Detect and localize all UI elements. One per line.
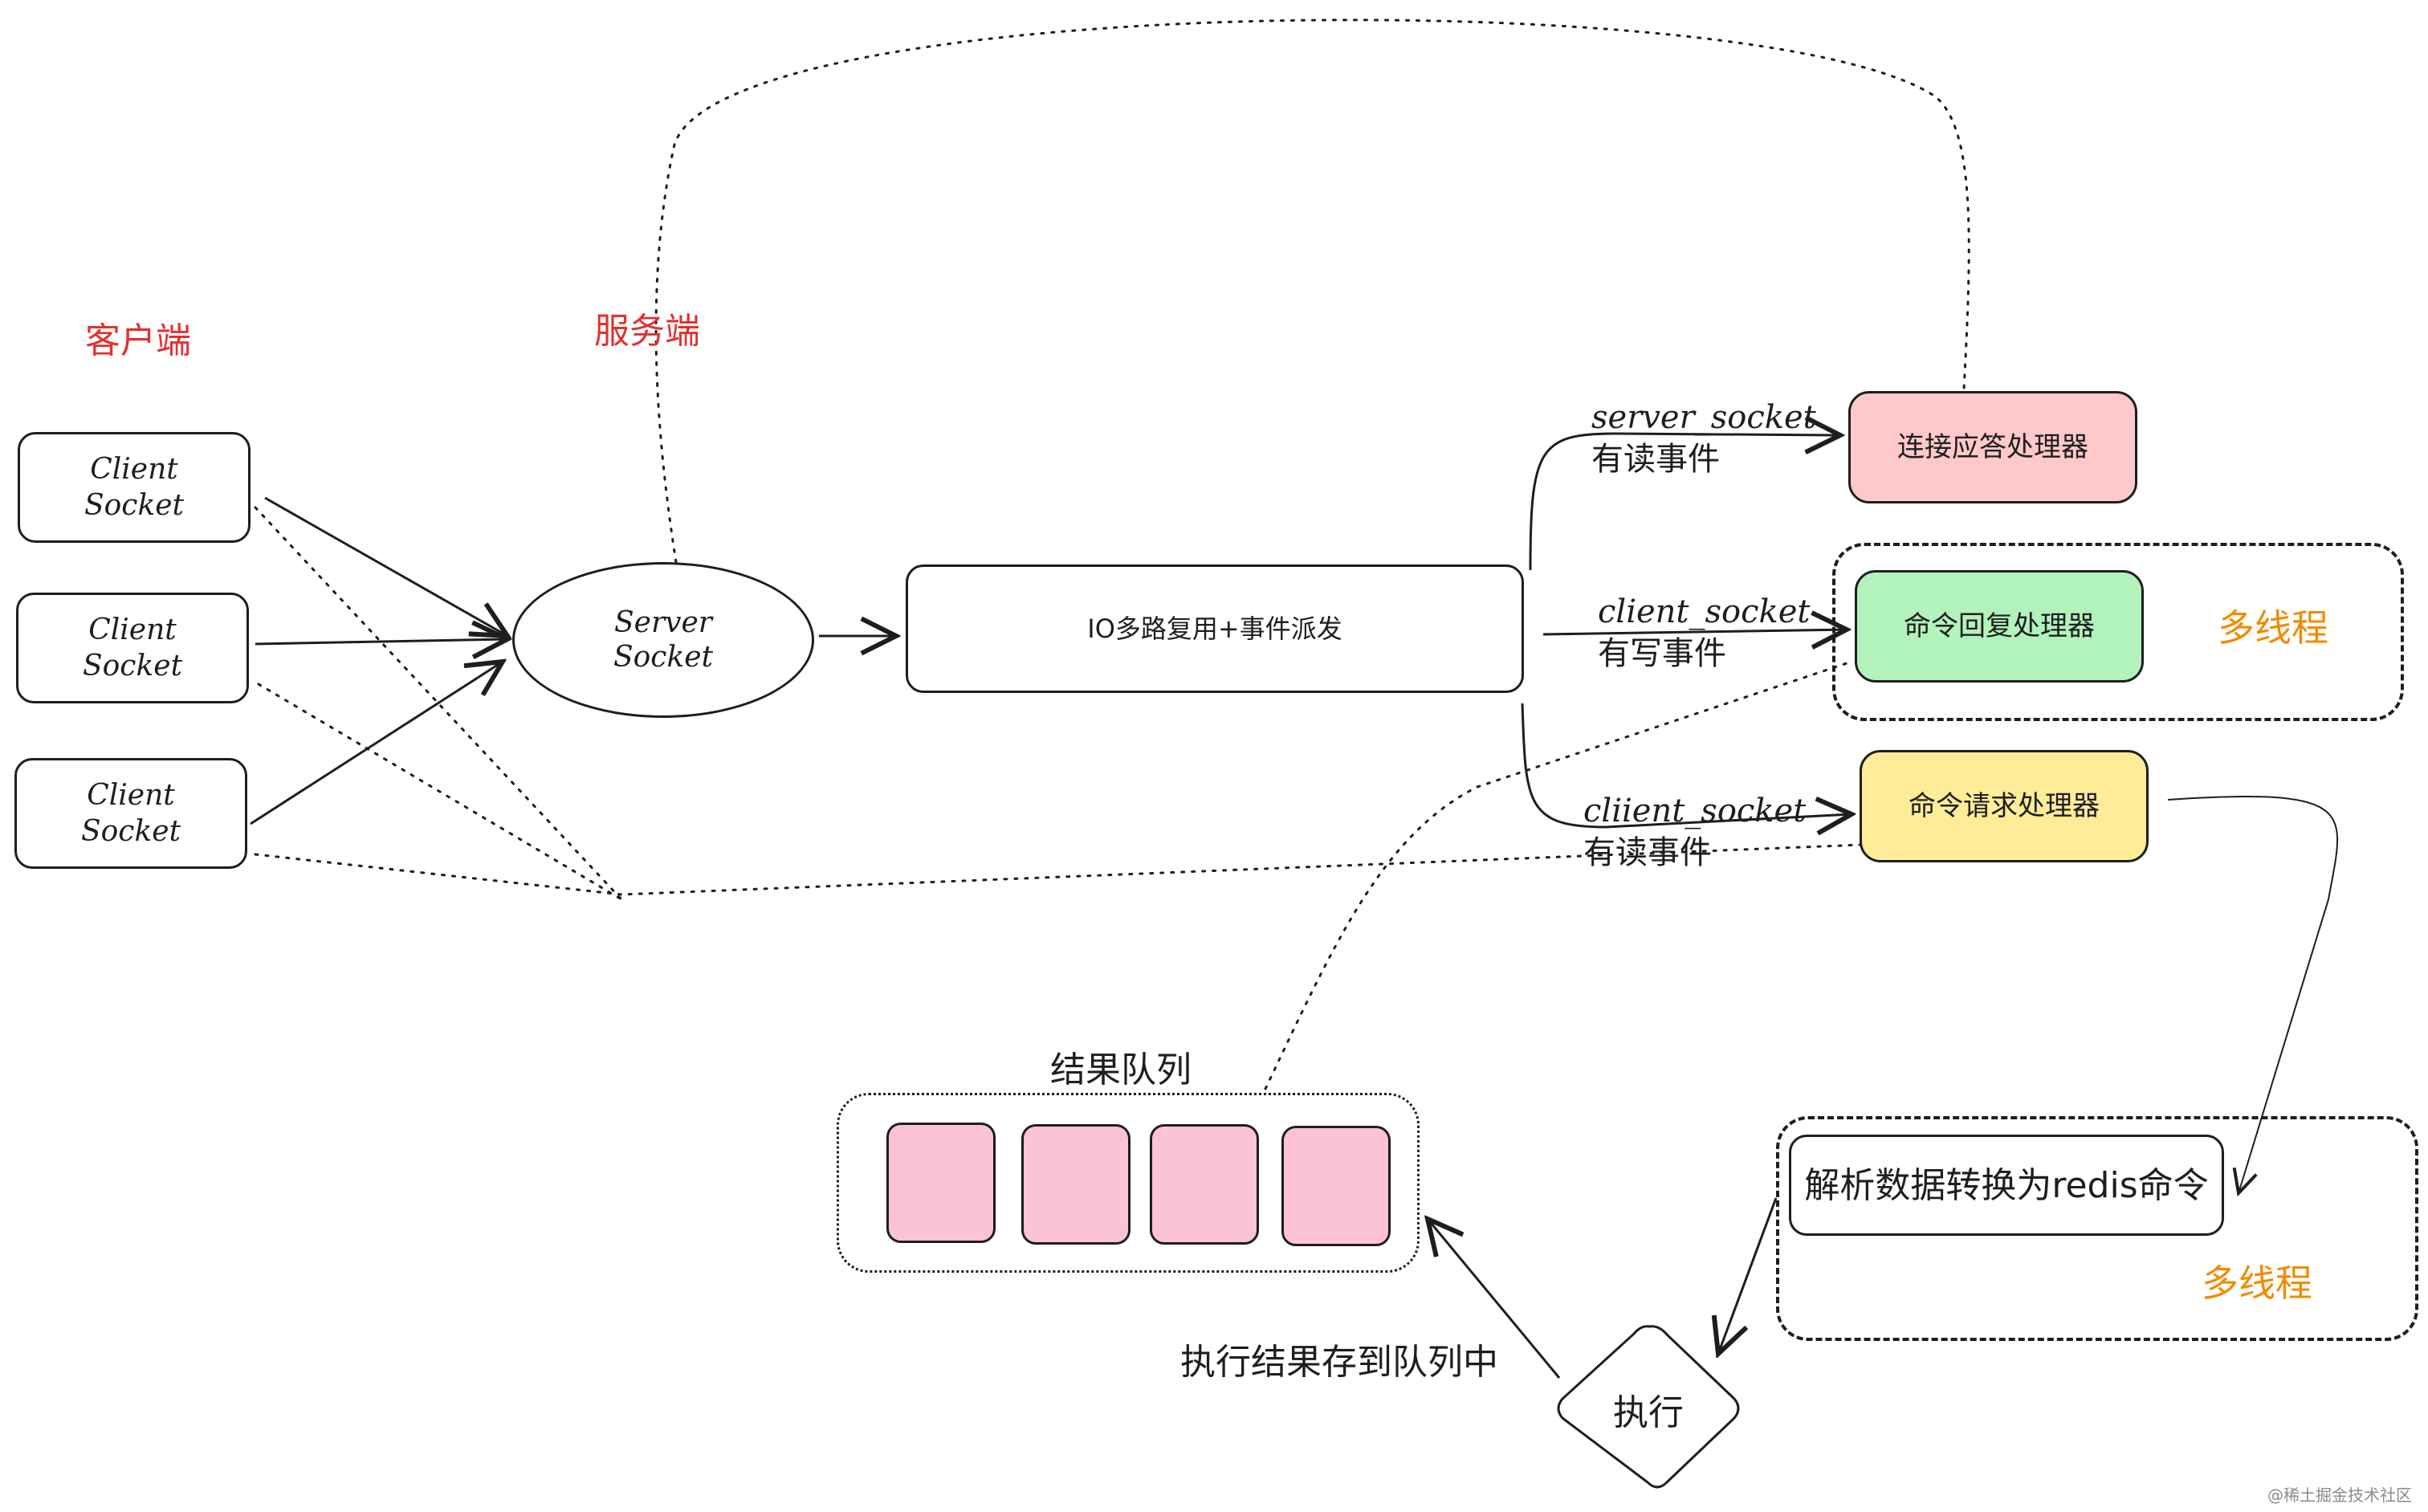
execute-node: 执行 [1613,1392,1684,1433]
edge-label-request: cliient_socket 有读事件 [1583,790,1806,874]
edge-socket-accept: server_socket [1591,399,1816,436]
dotted-client2 [257,683,623,901]
arrow-execute-queue [1428,1219,1561,1379]
arrow-client2-server [255,639,507,644]
queue-slot-1 [886,1123,996,1243]
multithread-group-parse [1776,1116,2418,1341]
arrow-mux-reply [1542,630,1847,634]
client-section-label: 客户端 [85,320,191,361]
arrow-client1-server [264,496,507,636]
parse-command-box: 解析数据转换为redis命令 [1789,1135,2224,1236]
client-socket-1: Client Socket [18,432,251,543]
io-multiplexer: IO多路复用+事件派发 [906,564,1524,693]
store-result-label: 执行结果存到队列中 [1180,1342,1498,1383]
arrow-parse-execute [1718,1197,1778,1354]
edge-event-request: 有读事件 [1583,834,1712,871]
arrow-client3-server [250,662,503,825]
result-queue [837,1093,1420,1273]
multithread-label-parse: 多线程 [2202,1261,2312,1305]
arrow-request-parse [2167,796,2338,1193]
edge-label-reply: client_socket 有写事件 [1598,591,1811,674]
request-handler: 命令请求处理器 [1860,750,2149,862]
reply-handler: 命令回复处理器 [1855,570,2144,683]
execute-diamond [1557,1325,1740,1489]
queue-slot-4 [1281,1126,1391,1246]
server-socket: Server Socket [512,562,814,718]
dotted-queue-to-reply [1264,662,1848,1090]
watermark: @稀土掘金技术社区 [2267,1486,2412,1505]
client-socket-2: Client Socket [16,593,249,703]
accept-handler: 连接应答处理器 [1848,391,2137,503]
queue-slot-2 [1021,1124,1130,1245]
edge-event-accept: 有读事件 [1591,441,1720,478]
dotted-server-to-accept [654,18,1970,564]
edge-socket-request: cliient_socket [1583,793,1807,829]
edge-label-accept: server_socket 有读事件 [1591,397,1816,480]
edge-socket-reply: client_socket [1598,593,1811,630]
queue-slot-3 [1150,1124,1259,1245]
result-queue-label: 结果队列 [1050,1049,1192,1090]
multithread-label-reply: 多线程 [2218,606,2328,650]
arrow-mux-accept [1529,434,1840,571]
server-section-label: 服务端 [594,311,700,352]
multithread-group-reply [1832,543,2404,721]
arrow-mux-request [1521,703,1852,827]
edge-event-reply: 有写事件 [1598,635,1726,672]
dotted-client3 [254,843,1864,896]
client-socket-3: Client Socket [14,758,247,869]
